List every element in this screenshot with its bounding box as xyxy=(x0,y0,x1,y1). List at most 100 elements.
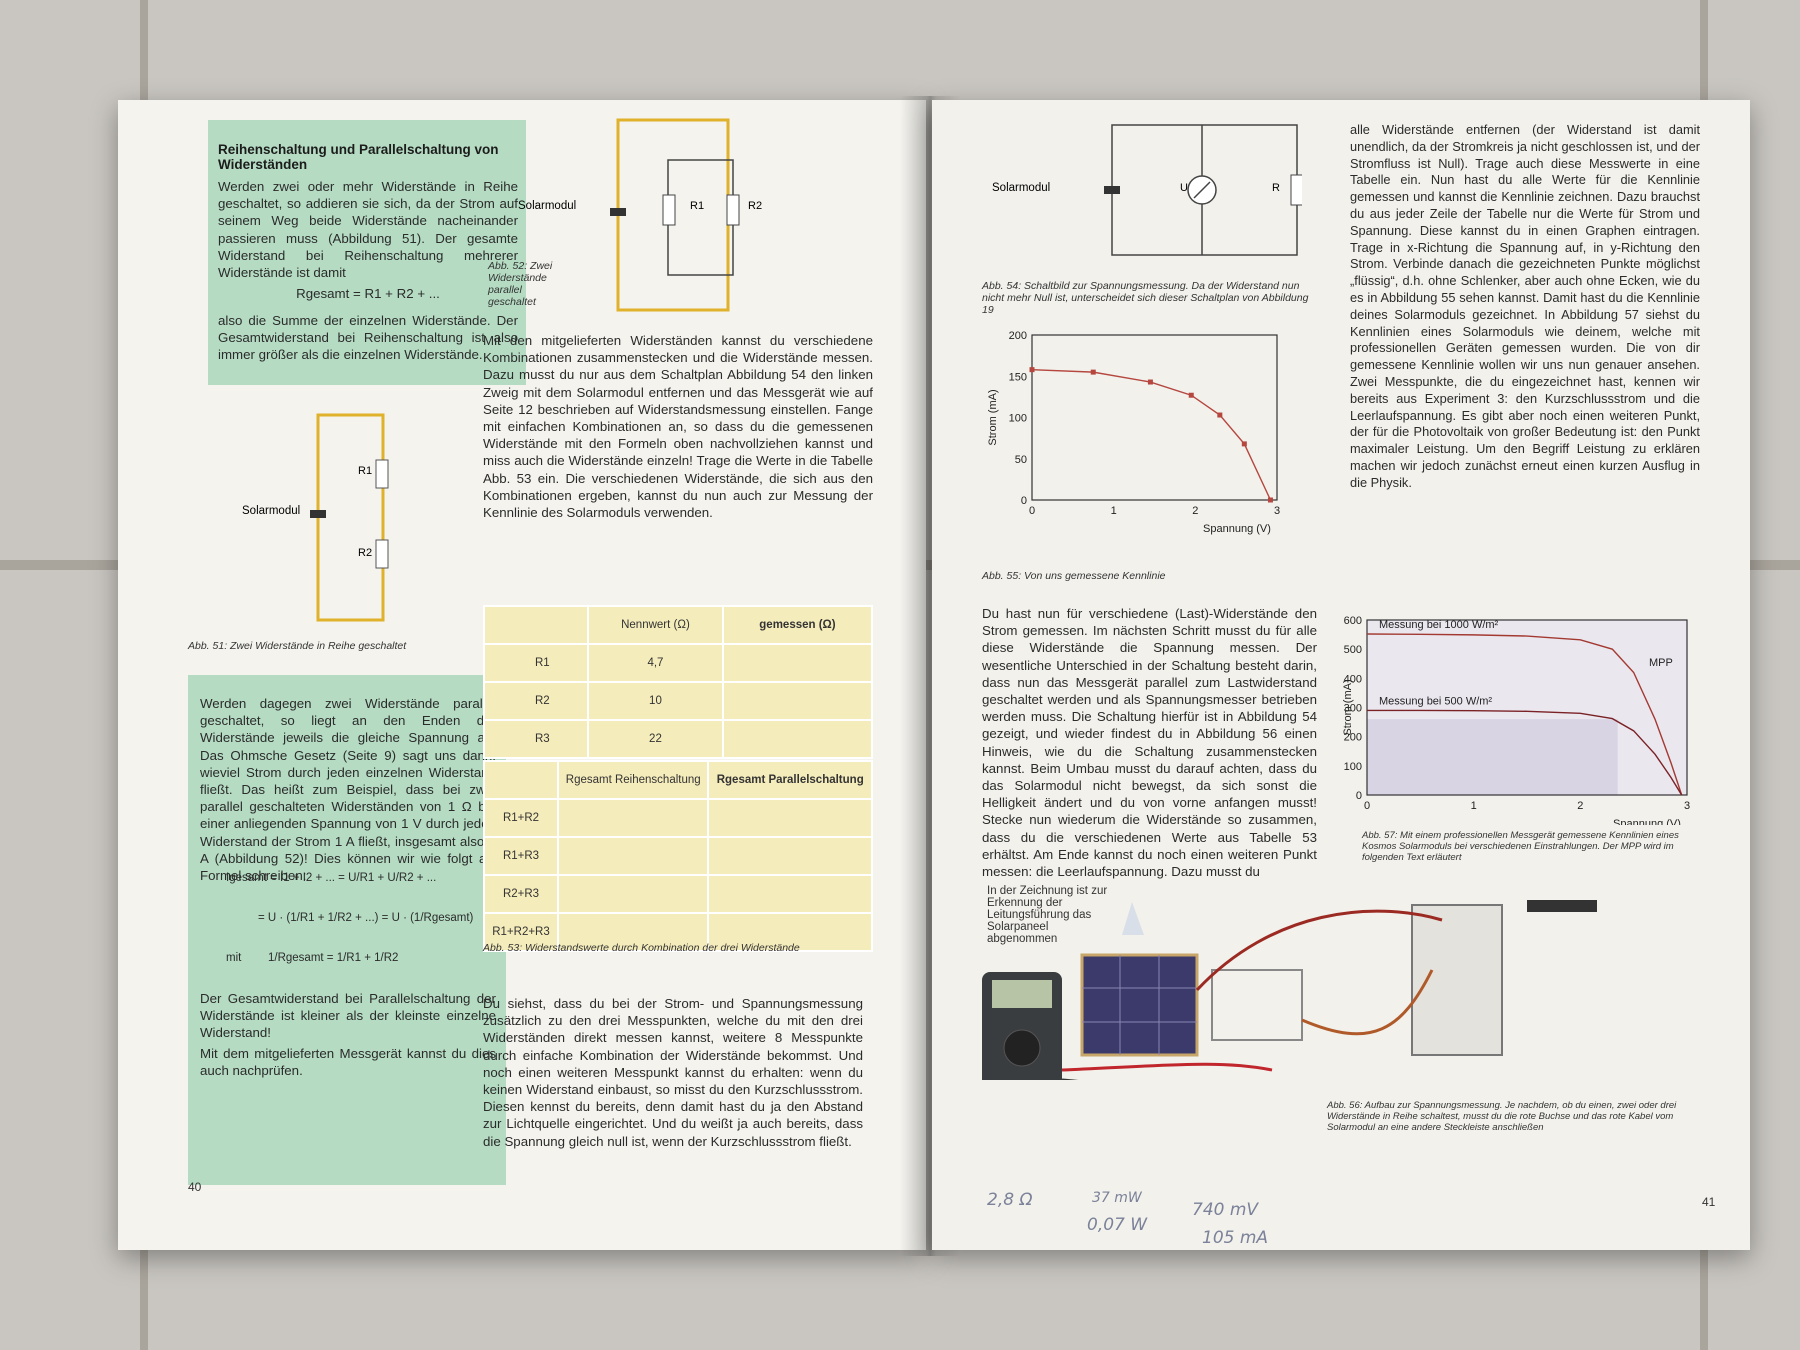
handwritten-note: 2,8 Ω xyxy=(987,1190,1033,1210)
setup-illustration xyxy=(982,900,1597,1080)
measured-cell[interactable] xyxy=(721,681,874,721)
left-page: Reihenschaltung und Parallelschaltung vo… xyxy=(118,100,926,1250)
series-line xyxy=(1367,709,1683,796)
parallel-cell[interactable] xyxy=(707,836,873,876)
y-tick-label: 150 xyxy=(1009,371,1027,383)
fig56-caption: Abb. 56: Aufbau zur Spannungsmessung. Je… xyxy=(1327,1100,1677,1133)
y-tick-label: 0 xyxy=(1356,790,1362,802)
fig57-caption: Abb. 57: Mit einem professionellen Messg… xyxy=(1362,830,1679,863)
y-tick-label: 200 xyxy=(1344,732,1362,744)
handwritten-note: 740 mV xyxy=(1192,1200,1259,1220)
series-circuit-diagram xyxy=(310,413,389,622)
x-tick-label: 0 xyxy=(1364,800,1370,812)
measured-cell[interactable] xyxy=(721,643,874,683)
formula-mit: mit xyxy=(226,952,242,964)
paragraph-voltage: Du hast nun für verschiedene (Last)-Wide… xyxy=(982,606,1317,880)
voltmeter-needle xyxy=(1193,181,1211,199)
parallel-formula-2: = U · (1/R1 + 1/R2 + ...) = U · (1/Rgesa… xyxy=(258,912,474,924)
r1-label: R1 xyxy=(690,200,705,212)
paragraph-resistors: Mit den mitgelieferten Widerständen kann… xyxy=(483,333,873,521)
y-tick-label: 300 xyxy=(1344,703,1362,715)
right-page: Solarmodul U R Abb. 54: Schaltbild zur S… xyxy=(932,100,1750,1250)
handwritten-note: 105 mA xyxy=(1202,1228,1269,1248)
measured-cell[interactable] xyxy=(721,719,874,759)
parallel-formula-3: 1/Rgesamt = 1/R1 + 1/R2 xyxy=(268,952,399,964)
table-row: R1+R2 xyxy=(483,798,873,838)
multimeter-display xyxy=(992,980,1052,1008)
series-cell[interactable] xyxy=(556,798,710,838)
row-nominal: 4,7 xyxy=(587,643,724,683)
y-tick-label: 600 xyxy=(1344,615,1362,627)
parallel-formula-1: Igesamt = I1 + I2 + ... = U/R1 + U/R2 + … xyxy=(226,872,437,884)
data-point xyxy=(1217,412,1223,418)
table-row: R1+R2+R3 xyxy=(483,912,873,952)
resistor-r1 xyxy=(375,459,389,489)
solar-cell-symbol xyxy=(610,208,626,216)
solar-cell-symbol xyxy=(1104,186,1120,194)
table-row: R2 10 xyxy=(483,681,874,721)
parallel-cell[interactable] xyxy=(707,912,873,952)
multimeter-dial xyxy=(1003,1029,1041,1067)
header-series: Rgesamt Reihenschaltung xyxy=(556,760,710,800)
r2-label: R2 xyxy=(358,547,373,559)
series-line xyxy=(1031,368,1272,501)
solar-panel xyxy=(1080,953,1199,1057)
info-box-series: Reihenschaltung und Parallelschaltung vo… xyxy=(208,120,526,385)
handwritten-note: 37 mW xyxy=(1092,1190,1142,1206)
box-text: Werden zwei oder mehr Widerstände in Rei… xyxy=(218,179,518,281)
solar-cell-symbol xyxy=(310,510,326,518)
fig56-note: In der Zeichnung ist zur Erkennung der L… xyxy=(987,885,1108,945)
paragraph-kennlinie: alle Widerstände entfernen (der Widersta… xyxy=(1350,122,1700,490)
series-formula: Rgesamt = R1 + R2 + ... xyxy=(296,286,440,301)
power-area xyxy=(1367,719,1618,795)
fig52-caption: Abb. 52: Zwei Widerstände parallel gesch… xyxy=(488,260,553,308)
plot-frame xyxy=(1366,619,1688,796)
solar-label: Solarmodul xyxy=(242,505,301,517)
resistor-r2 xyxy=(726,194,740,226)
fig53-caption: Abb. 53: Widerstandswerte durch Kombinat… xyxy=(483,942,800,954)
x-axis-label: Spannung (V) xyxy=(1203,523,1271,535)
page-number: 40 xyxy=(188,1180,202,1194)
lamp-icon xyxy=(1122,902,1144,935)
row-nominal: 10 xyxy=(587,681,724,721)
x-tick-label: 0 xyxy=(1029,505,1035,517)
y-tick-label: 100 xyxy=(1009,413,1027,425)
parallel-cell[interactable] xyxy=(707,798,873,838)
series-cell[interactable] xyxy=(556,836,710,876)
connector-cable xyxy=(1301,969,1434,1036)
parallel-circuit-diagram xyxy=(610,118,740,312)
series-label: Messung bei 500 W/m² xyxy=(1379,695,1492,707)
y-axis-label: Strom (mA) xyxy=(1342,679,1354,735)
parallel-cell[interactable] xyxy=(707,874,873,914)
box2-text-2: Der Gesamtwiderstand bei Parallelschaltu… xyxy=(200,991,496,1041)
box-text-2: also die Summe der einzelnen Widerstände… xyxy=(218,313,518,363)
y-tick-label: 50 xyxy=(1015,454,1027,466)
series-label: Messung bei 1000 W/m² xyxy=(1379,619,1499,631)
table-corner xyxy=(483,605,589,645)
annotation-label: MPP xyxy=(1649,657,1673,669)
circuit-wire-parallel xyxy=(667,159,734,276)
voltage-measurement-circuit xyxy=(1104,124,1302,256)
data-point xyxy=(1147,379,1153,385)
y-tick-label: 100 xyxy=(1344,761,1362,773)
resistor-r2 xyxy=(375,539,389,569)
row-name: R1+R3 xyxy=(483,836,559,876)
series-cell[interactable] xyxy=(556,912,710,952)
x-tick-label: 3 xyxy=(1684,800,1690,812)
table-row: R1+R3 xyxy=(483,836,873,876)
table-row: R3 22 xyxy=(483,719,874,759)
x-tick-label: 1 xyxy=(1111,505,1117,517)
x-tick-label: 1 xyxy=(1471,800,1477,812)
paragraph-measurement: Du siehst, dass du bei der Strom- und Sp… xyxy=(483,996,863,1149)
combination-table: Rgesamt Reihenschaltung Rgesamt Parallel… xyxy=(483,760,873,952)
row-name: R1 xyxy=(483,643,589,683)
data-point xyxy=(1090,369,1096,375)
series-cell[interactable] xyxy=(556,874,710,914)
resistor-r1 xyxy=(662,194,676,226)
data-point xyxy=(1267,497,1273,503)
y-axis-label: Strom (mA) xyxy=(987,389,999,445)
y-tick-label: 0 xyxy=(1021,495,1027,507)
y-tick-label: 500 xyxy=(1344,644,1362,656)
